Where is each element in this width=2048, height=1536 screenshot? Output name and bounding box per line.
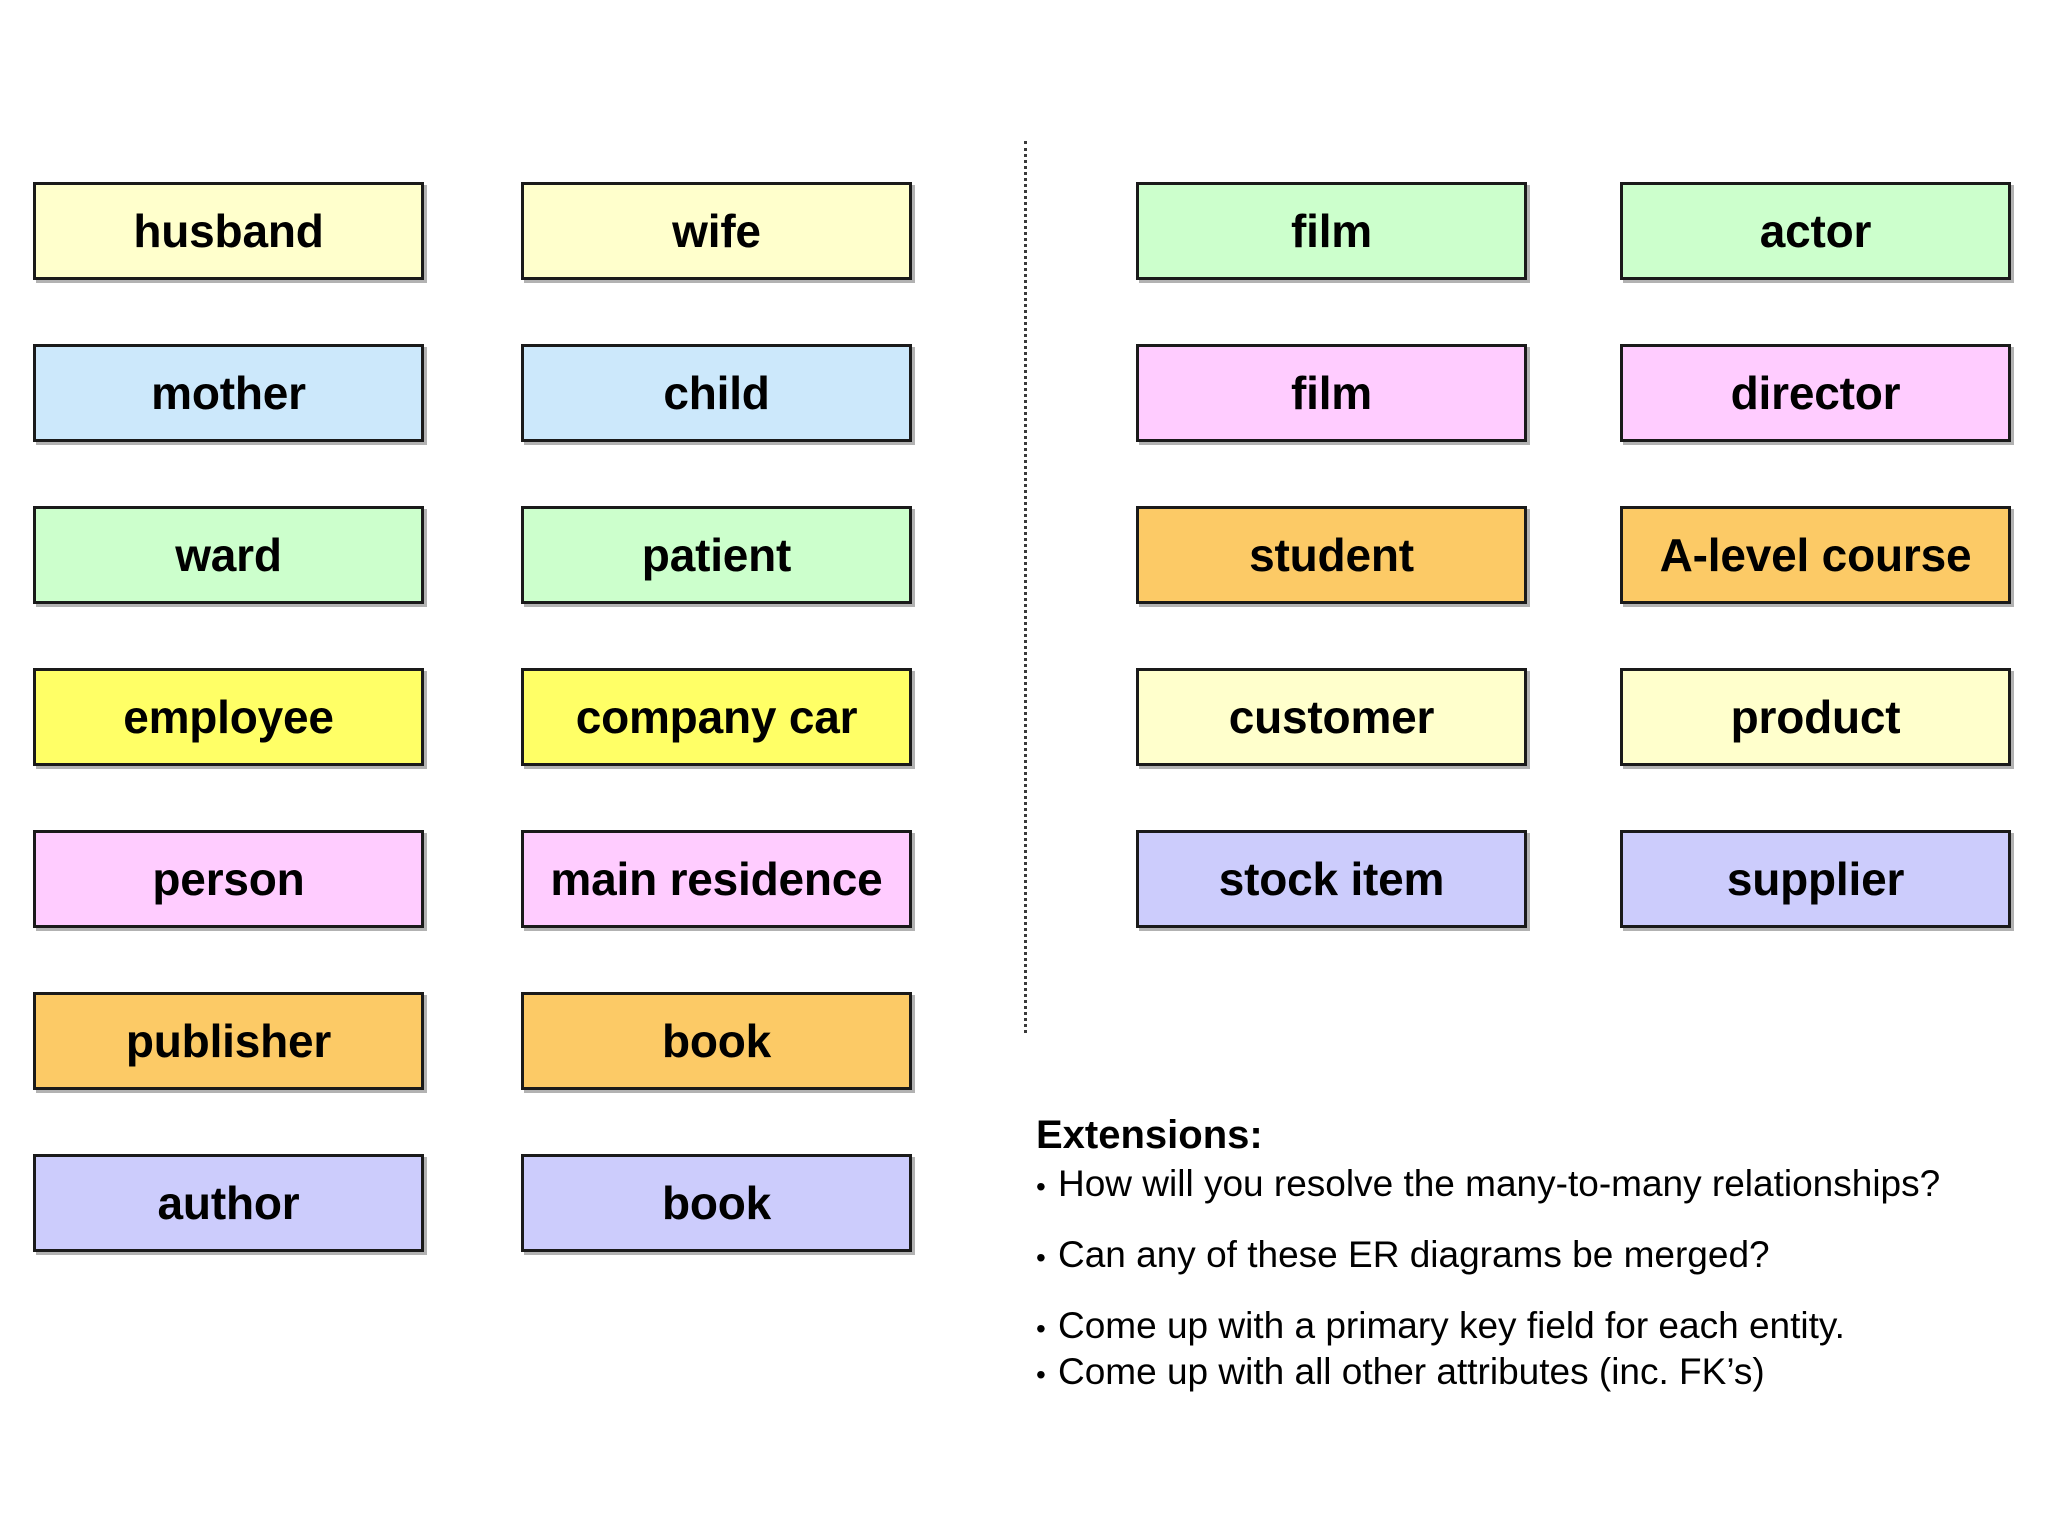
entity-box-customer-left[interactable]: customer [1136,668,1527,766]
entity-box-film-left[interactable]: film [1136,344,1527,442]
entity-box-publisher-left[interactable]: publisher [33,992,424,1090]
entity-box-husband-left[interactable]: husband [33,182,424,280]
entity-box-book-right[interactable]: book [521,1154,912,1252]
entity-label: actor [1759,205,1872,257]
entity-box-actor-right[interactable]: actor [1620,182,2011,280]
entity-label: publisher [125,1015,332,1067]
extensions-item-text: Come up with a primary key field for eac… [1058,1305,1845,1347]
bullet-icon: • [1036,1171,1046,1203]
extensions-bullet-item: • How will you resolve the many-to-many r… [1036,1161,2026,1206]
entity-label: main residence [550,853,883,905]
entity-box-child-right[interactable]: child [521,344,912,442]
entity-label: husband [133,205,324,257]
extensions-group: • Come up with a primary key field for ea… [1036,1303,2026,1393]
entity-label: supplier [1726,853,1905,905]
entity-label: director [1730,367,1901,419]
extensions-bullet-item: • Can any of these ER diagrams be merged? [1036,1232,2026,1277]
entity-label: film [1291,367,1372,419]
entity-box-mother-left[interactable]: mother [33,344,424,442]
entity-label: book [661,1177,772,1229]
entity-box-stock-item-left[interactable]: stock item [1136,830,1527,928]
entity-label: stock item [1218,853,1445,905]
entity-label: product [1730,691,1901,743]
entity-box-ward-left[interactable]: ward [33,506,424,604]
entity-label: A-level course [1659,529,1972,581]
entity-box-author-left[interactable]: author [33,1154,424,1252]
entity-label: film [1291,205,1372,257]
extensions-bullet-item: • Come up with all other attributes (inc.… [1036,1349,2026,1394]
entity-label: person [152,853,305,905]
vertical-dotted-divider [1024,141,1027,1033]
extensions-list: • How will you resolve the many-to-many r… [1036,1161,2026,1394]
entity-label: student [1249,529,1414,581]
entity-box-student-left[interactable]: student [1136,506,1527,604]
bullet-icon: • [1036,1242,1046,1274]
entity-label: ward [175,529,282,581]
entity-label: child [663,367,770,419]
entity-label: book [661,1015,772,1067]
extensions-bullet-item: • Come up with a primary key field for ea… [1036,1303,2026,1348]
entity-box-film-left[interactable]: film [1136,182,1527,280]
entity-box-person-left[interactable]: person [33,830,424,928]
extensions-item-text: Can any of these ER diagrams be merged? [1058,1234,1770,1276]
entity-box-supplier-right[interactable]: supplier [1620,830,2011,928]
entity-label: wife [672,205,761,257]
entity-box-a-level-course-right[interactable]: A-level course [1620,506,2011,604]
entity-box-wife-right[interactable]: wife [521,182,912,280]
entity-box-product-right[interactable]: product [1620,668,2011,766]
entity-label: mother [151,367,306,419]
entity-label: customer [1228,691,1435,743]
extensions-group: • How will you resolve the many-to-many r… [1036,1161,2026,1206]
entity-box-main-residence-right[interactable]: main residence [521,830,912,928]
extensions-item-text: Come up with all other attributes (inc. … [1058,1350,1765,1392]
entity-label: employee [123,691,334,743]
entity-label: company car [575,691,858,743]
bullet-icon: • [1036,1358,1046,1390]
extensions-item-text: How will you resolve the many-to-many re… [1058,1163,1941,1205]
bullet-icon: • [1036,1313,1046,1345]
entity-box-company-car-right[interactable]: company car [521,668,912,766]
entity-label: author [157,1177,300,1229]
entity-box-director-right[interactable]: director [1620,344,2011,442]
entity-label: patient [641,529,792,581]
entity-box-book-right[interactable]: book [521,992,912,1090]
entity-box-employee-left[interactable]: employee [33,668,424,766]
extensions-title: Extensions: [1036,1113,1263,1157]
extensions-block: Extensions: • How will you resolve the ma… [1036,1113,2026,1394]
extensions-group: • Can any of these ER diagrams be merged? [1036,1232,2026,1277]
entity-box-patient-right[interactable]: patient [521,506,912,604]
